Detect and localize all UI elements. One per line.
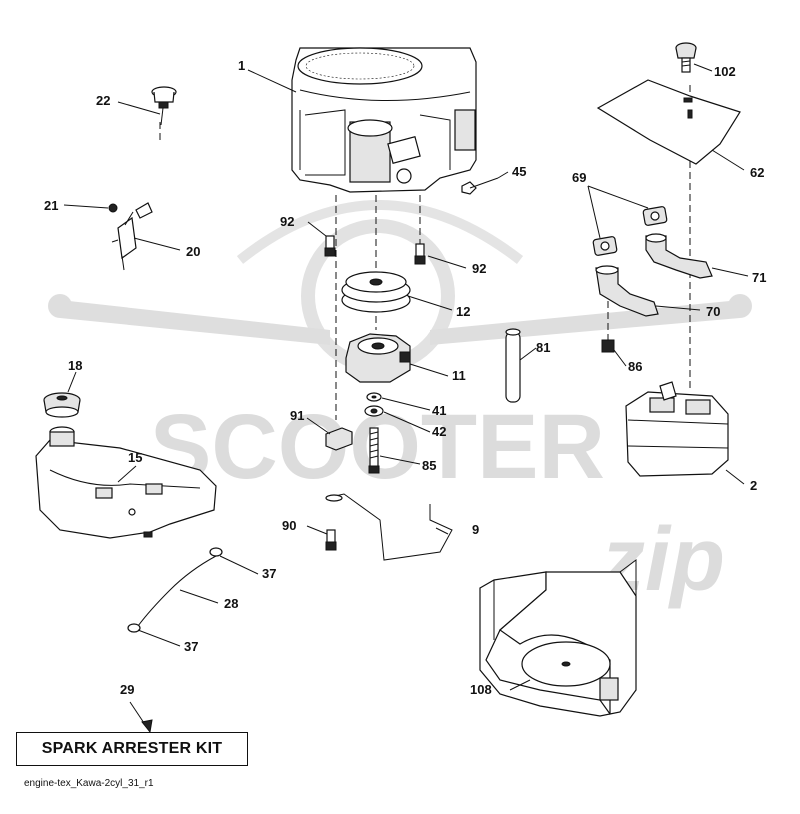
heat-shield-part-62 [596,79,741,165]
part-number-85: 85 [422,458,436,473]
rod-part-9 [325,493,453,561]
bolt-part-90 [325,529,337,551]
washer-part-41 [366,392,382,402]
part-number-28: 28 [224,596,238,611]
part-number-37-lower: 37 [184,639,198,654]
part-number-20: 20 [186,244,200,259]
tube-part-81 [505,328,521,403]
bolt-part-85 [368,427,380,474]
spacer-part-91 [325,427,353,451]
bolt-part-92-left [324,235,336,257]
washer-part-42 [364,405,384,417]
part-number-2: 2 [750,478,757,493]
part-number-45: 45 [512,164,526,179]
fuel-cap-part-18 [43,392,81,418]
part-number-108: 108 [470,682,492,697]
part-number-92-left: 92 [280,214,294,229]
part-number-12: 12 [456,304,470,319]
fuel-line-part-28 [137,555,217,627]
diagram-identifier: engine-tex_Kawa-2cyl_31_r1 [24,778,154,789]
part-number-41: 41 [432,403,446,418]
control-part-20 [108,202,153,271]
part-number-9: 9 [472,522,479,537]
muffler-part-2 [625,381,729,477]
spark-arrester-kit-label: SPARK ARRESTER KIT [41,740,223,757]
part-number-15: 15 [128,450,142,465]
part-number-86: 86 [628,359,642,374]
fuel-tank-part-15 [35,426,217,539]
exhaust-pipe-part-71 [645,233,713,279]
pulley-part-12 [341,271,411,313]
part-number-91: 91 [290,408,304,423]
part-number-29: 29 [120,682,134,697]
part-number-37-upper: 37 [262,566,276,581]
part-number-102: 102 [714,64,736,79]
bolt-part-45 [461,177,499,195]
part-number-22: 22 [96,93,110,108]
engine-part-1 [291,47,477,193]
dipstick-part-22 [151,86,177,126]
part-number-21: 21 [44,198,58,213]
part-numbers: 1 22 21 20 92 92 12 11 41 42 85 91 81 9 … [44,58,766,697]
bolt-part-92-right [414,243,426,265]
clutch-part-11 [345,333,411,383]
part-number-70: 70 [706,304,720,319]
clamp-part-37-upper [209,547,223,557]
part-number-92-right: 92 [472,261,486,276]
part-number-42: 42 [432,424,446,439]
leader-lines [63,63,749,734]
part-number-71: 71 [752,270,766,285]
part-number-90: 90 [282,518,296,533]
guard-part-108 [479,559,637,717]
clamp-part-37-lower [127,623,141,633]
part-number-18: 18 [68,358,82,373]
part-number-69: 69 [572,170,586,185]
part-number-1: 1 [238,58,245,73]
spark-arrester-kit-box: SPARK ARRESTER KIT [16,732,248,766]
gasket-part-69 [592,206,668,256]
part-number-62: 62 [750,165,764,180]
exhaust-pipe-part-70 [595,265,659,317]
nut-part-86 [601,339,615,353]
part-number-11: 11 [452,368,466,383]
knob-part-102 [675,42,697,73]
part-number-81: 81 [536,340,550,355]
